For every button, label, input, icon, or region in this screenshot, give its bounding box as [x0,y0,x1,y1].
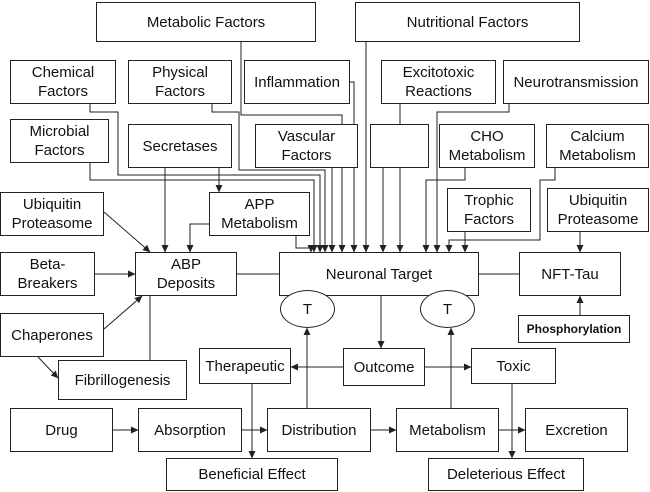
node-microbial-factors: Microbial Factors [10,119,109,163]
node-nft-tau: NFT-Tau [519,252,621,296]
node-t-left: T [280,290,335,328]
node-t-right: T [420,290,475,328]
node-ubiquitin-proteasome-right: Ubiquitin Proteasome [547,188,649,232]
node-drug: Drug [10,408,113,452]
node-ubiquitin-proteasome-left: Ubiquitin Proteasome [0,192,104,236]
node-absorption: Absorption [138,408,242,452]
node-excretion: Excretion [525,408,628,452]
node-inflammation: Inflammation [244,60,350,104]
node-vascular-factors: Vascular Factors [255,124,358,168]
node-therapeutic: Therapeutic [199,348,291,384]
node-calcium-metabolism: Calcium Metabolism [546,124,649,168]
node-blank [370,124,429,168]
node-phosphorylation: Phosphorylation [518,315,630,343]
node-abp-deposits: ABP Deposits [135,252,237,296]
node-distribution: Distribution [267,408,371,452]
node-trophic-factors: Trophic Factors [447,188,531,232]
node-beneficial-effect: Beneficial Effect [166,458,338,491]
node-physical-factors: Physical Factors [128,60,232,104]
node-excitotoxic-reactions: Excitotoxic Reactions [381,60,496,104]
node-beta-breakers: Beta- Breakers [0,252,95,296]
node-chaperones: Chaperones [0,313,104,357]
node-app-metabolism: APP Metabolism [209,192,310,236]
edge-ubiquitin-left-to-abp [103,211,151,253]
node-toxic: Toxic [471,348,556,384]
node-fibrillogenesis: Fibrillogenesis [58,360,187,400]
node-neuronal-target: Neuronal Target [279,252,479,296]
edge-app-to-target [295,236,315,253]
node-metabolism: Metabolism [396,408,499,452]
node-deleterious-effect: Deleterious Effect [428,458,584,491]
node-metabolic-factors: Metabolic Factors [96,2,316,42]
edge-chaperones-to-abp [103,295,143,330]
edge-app-to-abp [186,223,209,253]
node-neurotransmission: Neurotransmission [503,60,649,104]
node-chemical-factors: Chemical Factors [10,60,116,104]
node-nutritional-factors: Nutritional Factors [355,2,580,42]
node-cho-metabolism: CHO Metabolism [439,124,535,168]
edge-chaperones-to-fibrillo [37,356,59,379]
node-outcome: Outcome [343,348,425,386]
node-secretases: Secretases [128,124,232,168]
